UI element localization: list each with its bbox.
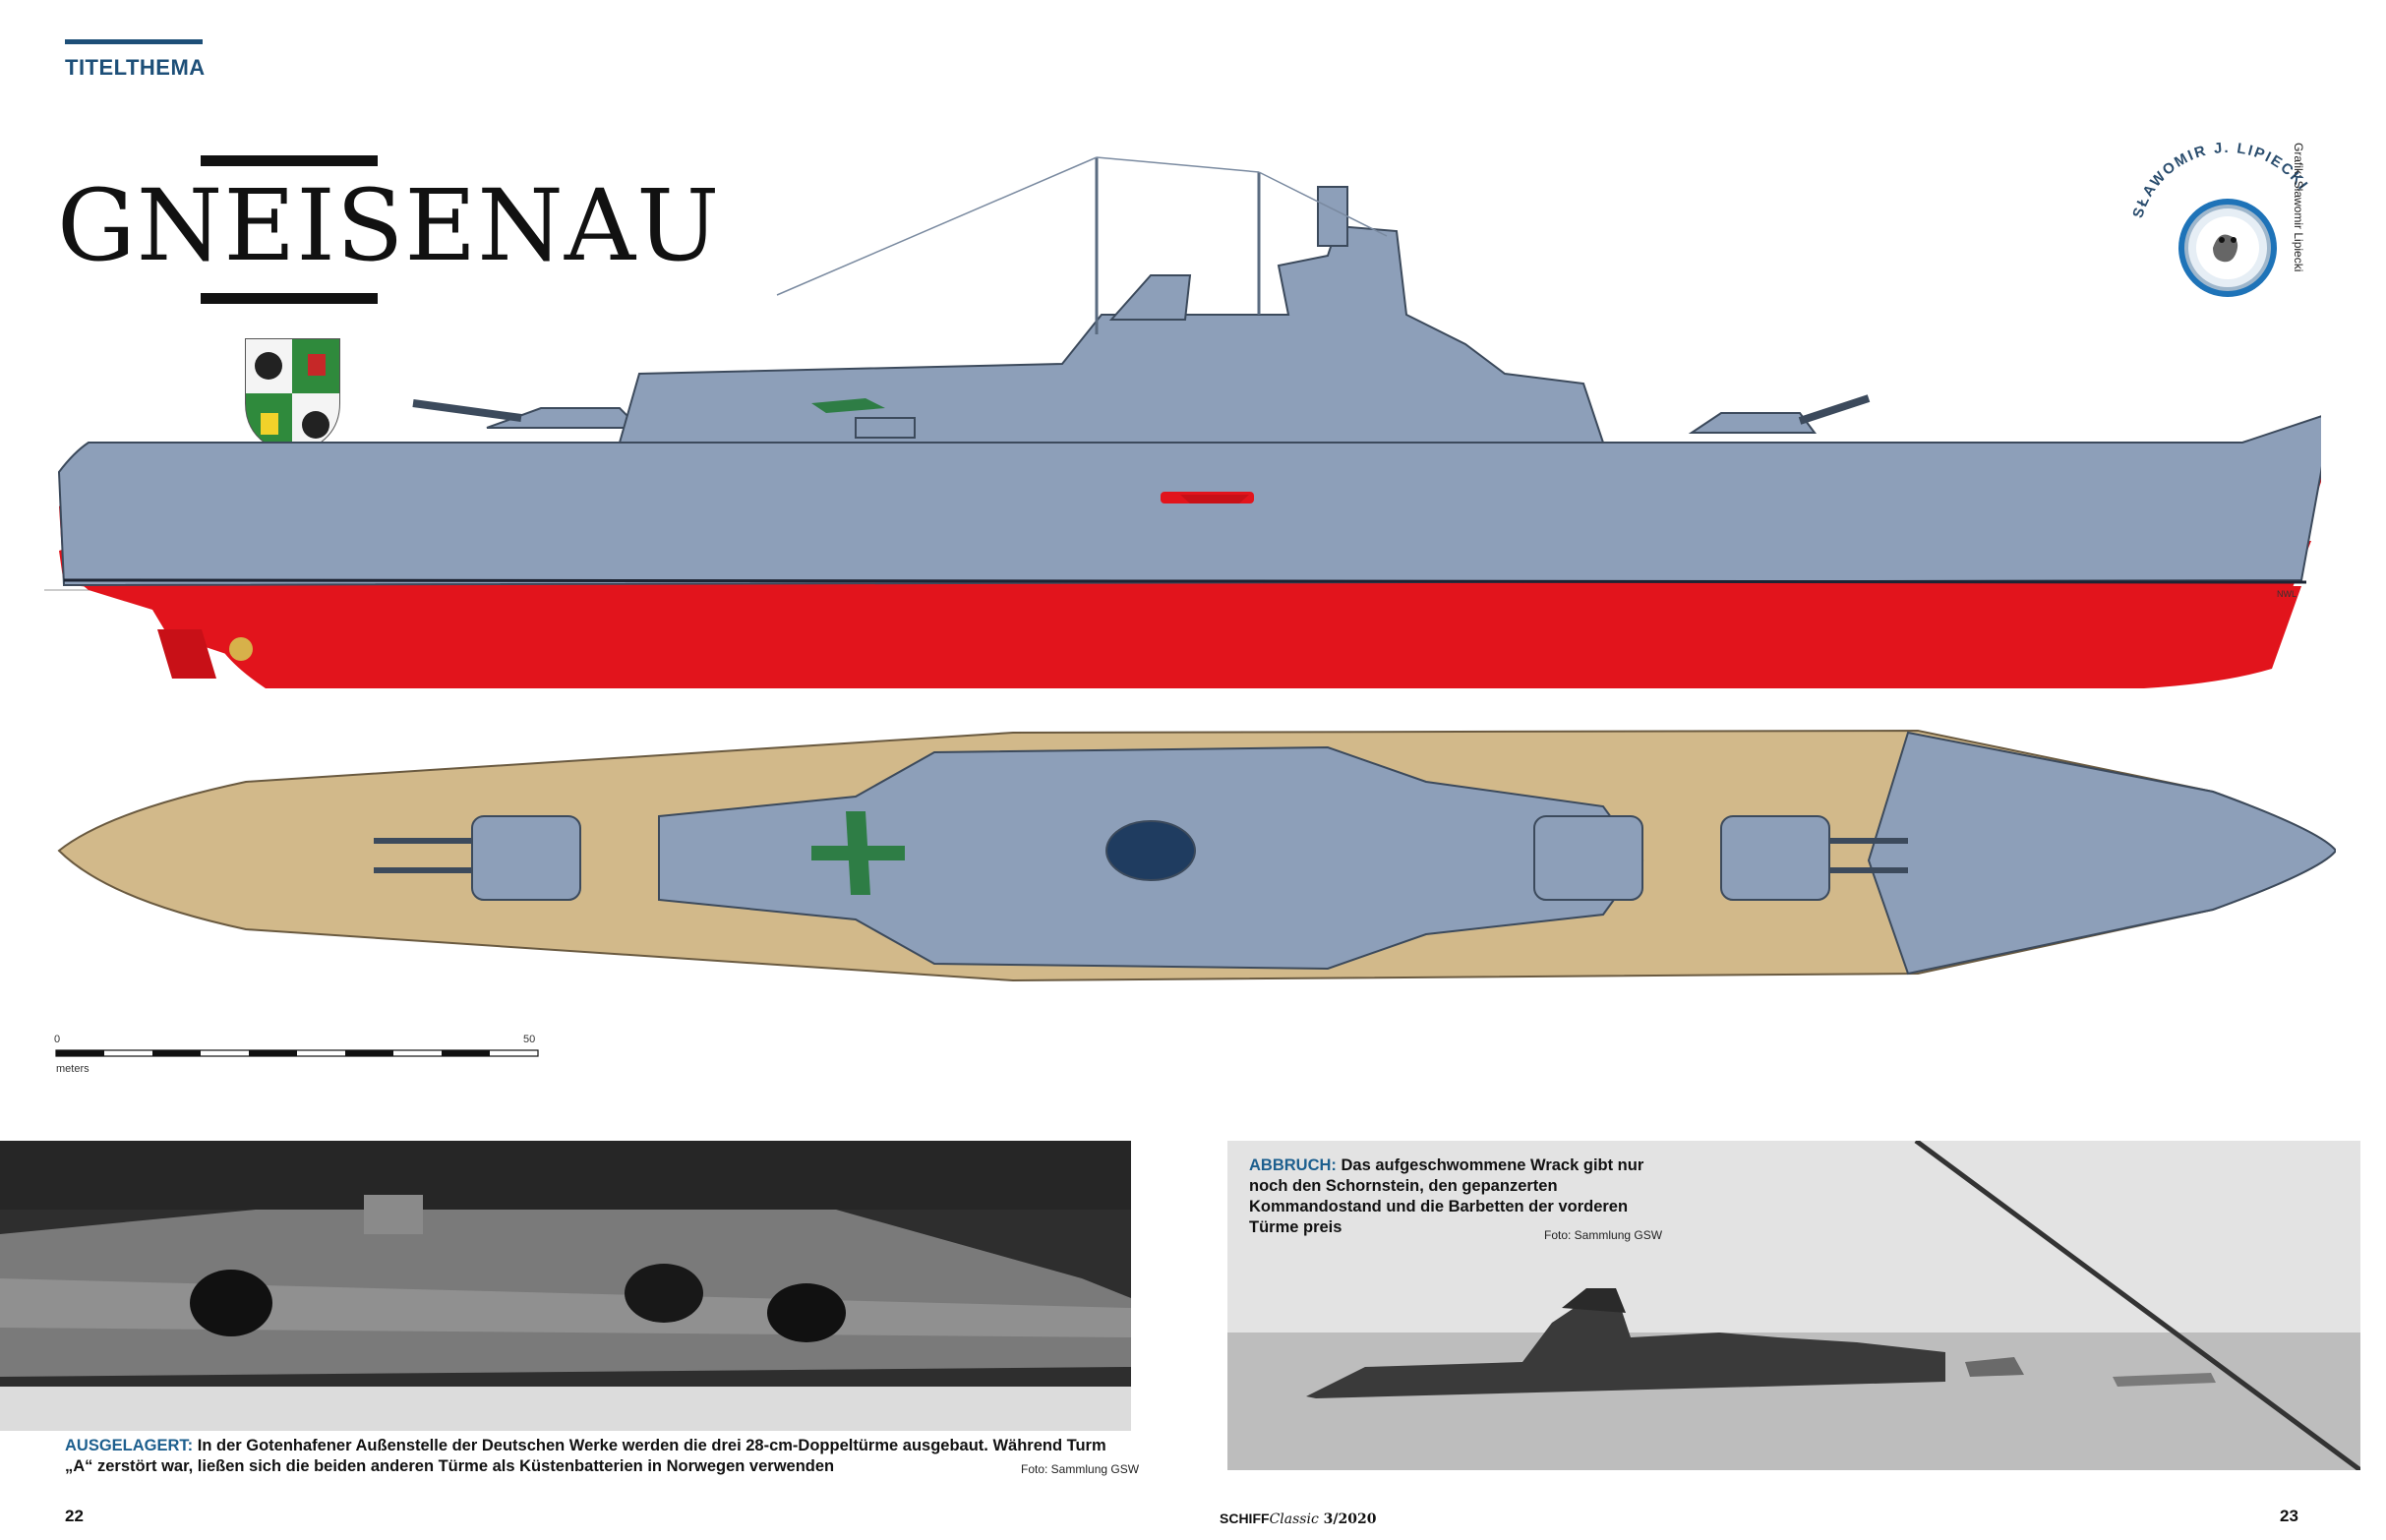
page-number-right: 23 xyxy=(2280,1507,2298,1525)
photo-turret-removal xyxy=(0,1141,1131,1431)
magazine-footer: SCHIFFClassic 3/2020 xyxy=(1220,1510,1377,1527)
magazine-subtitle: Classic xyxy=(1269,1511,1319,1527)
artist-credit: Grafik: Sławomir Lipiecki xyxy=(2292,143,2305,272)
section-label: TITELTHEMA xyxy=(65,55,206,80)
scale-unit-label: meters xyxy=(56,1063,89,1075)
title-rule-top xyxy=(201,155,378,166)
ship-profile-drawing: NWL xyxy=(44,156,2321,688)
photo-wreck xyxy=(1227,1141,2360,1470)
waterline-label: NWL xyxy=(2277,589,2297,599)
coat-of-arms-icon xyxy=(245,338,340,456)
scale-end-label: 50 xyxy=(523,1034,535,1045)
photo-right-caption: ABBRUCH: Das aufgeschwommene Wrack gibt … xyxy=(1249,1155,1662,1238)
ship-plan-drawing xyxy=(57,729,2336,982)
photo-left-caption: AUSGELAGERT: In der Gotenhafener Außenst… xyxy=(65,1436,1117,1477)
scale-start-label: 0 xyxy=(54,1034,60,1045)
photo-right-caption-lead: ABBRUCH: xyxy=(1249,1156,1337,1174)
photo-turret-removal-image xyxy=(0,1141,1131,1431)
photo-left-credit: Foto: Sammlung GSW xyxy=(1021,1462,1140,1476)
title-rule-bottom xyxy=(201,293,378,304)
photo-left-caption-body: In der Gotenhafener Außenstelle der Deut… xyxy=(65,1437,1106,1475)
scale-bar: 0 50 meters xyxy=(54,1034,539,1075)
page-number-left: 22 xyxy=(65,1507,84,1525)
artist-badge: SŁAWOMIR J. LIPIECKI xyxy=(2129,140,2309,297)
ship-title: GNEISENAU xyxy=(57,168,721,283)
photo-right-credit: Foto: Sammlung GSW xyxy=(1544,1228,1663,1242)
section-rule xyxy=(65,39,203,44)
photo-left-caption-lead: AUSGELAGERT: xyxy=(65,1437,194,1454)
photo-wreck-image xyxy=(1227,1141,2360,1470)
photo-right-caption-body: Das aufgeschwommene Wrack gibt nur noch … xyxy=(1249,1156,1644,1236)
magazine-name: SCHIFF xyxy=(1220,1510,1270,1526)
magazine-issue: 3/2020 xyxy=(1318,1511,1377,1527)
